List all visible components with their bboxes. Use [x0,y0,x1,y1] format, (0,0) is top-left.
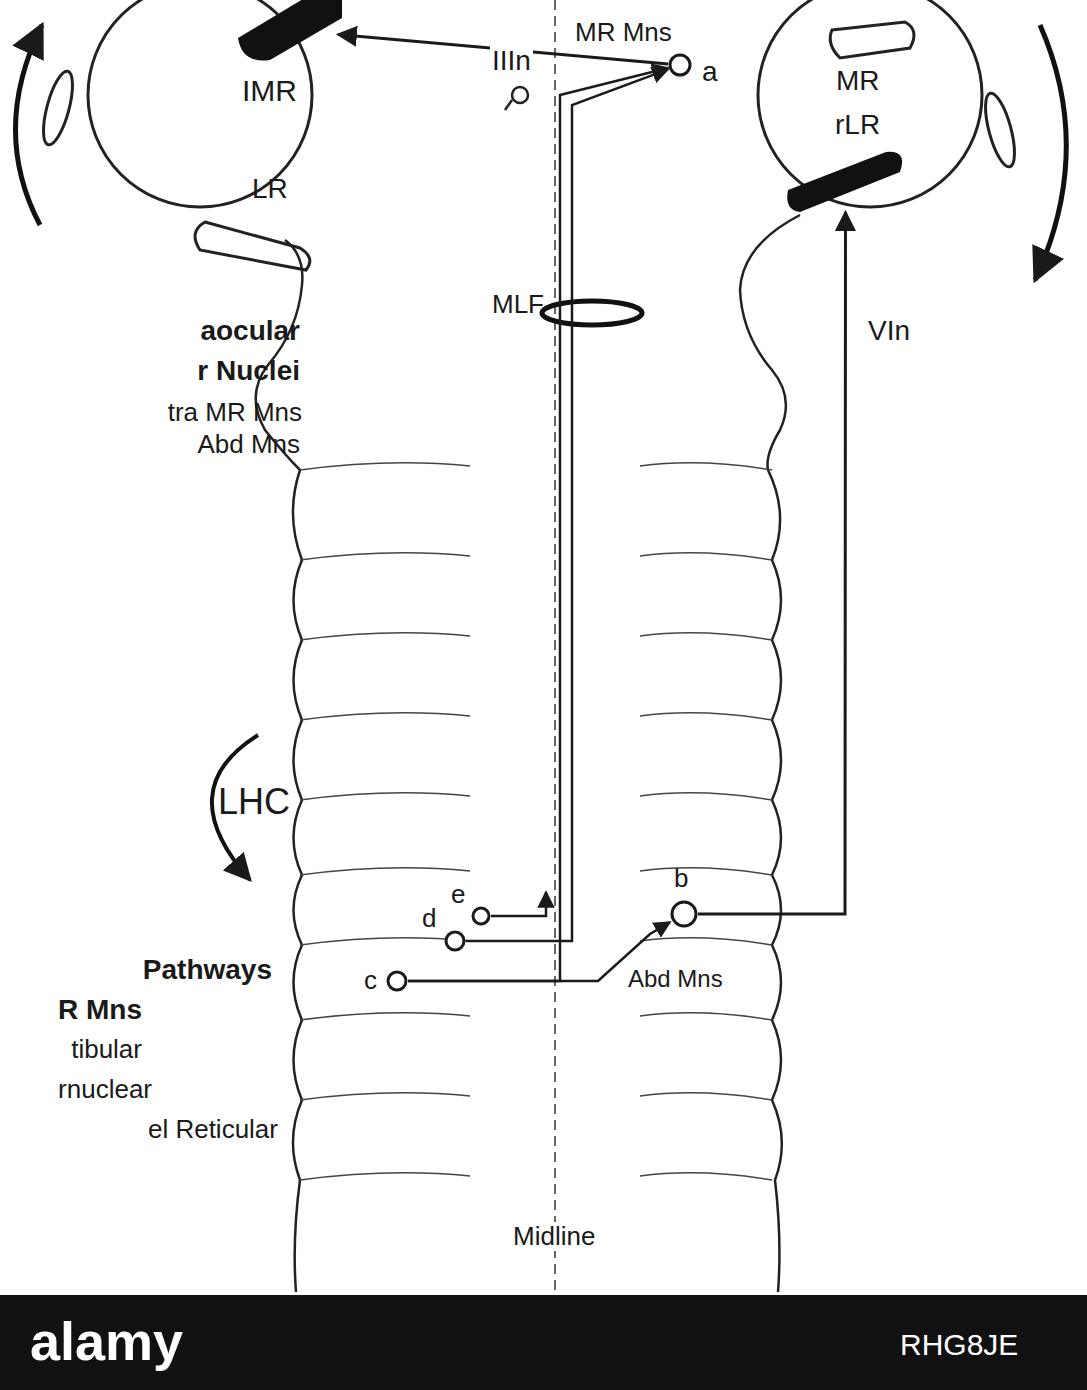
neuron-soma [471,906,491,926]
segment-line [300,868,470,875]
brainstem-outline [740,215,800,1292]
watermark-bar [0,1295,1087,1390]
segment-line [640,463,772,470]
axon [491,892,546,916]
segment-line [300,1173,470,1180]
label: tibular [71,1035,142,1064]
right-lens [980,90,1021,169]
watermark: RHG8JE [900,1328,1018,1361]
segment-line [640,938,772,945]
axon-pathway [698,212,846,914]
muscle: IMR [238,0,338,60]
neuron: b [670,900,698,928]
segment-line [300,553,470,560]
neuron: c [386,970,408,992]
segment-line [640,1013,772,1020]
segment-line [640,868,772,875]
neuron-symbol [512,87,528,103]
axon-pathway [408,68,668,981]
neuron-soma [668,53,692,77]
segment-line [300,463,470,470]
label: Abd Mns [628,966,723,992]
segment-line [300,1013,470,1020]
muscle-shape [788,150,903,212]
rotation-arrow [1035,25,1066,280]
label: Abd Mns [197,430,300,459]
axon-pathway [466,69,668,941]
label: tra MR Mns [168,398,302,427]
node-label: a [702,57,718,88]
node-label: e [451,880,465,909]
muscle: rLR [788,150,903,212]
segment-line [300,633,470,640]
segment-lines [300,463,772,1180]
label: Midline [510,1222,598,1251]
node-label: d [422,904,436,933]
neuron-symbol [505,100,512,110]
label: Pathways [143,955,272,986]
label: MLF [492,290,544,319]
mr-muscle [830,22,914,58]
label: R Mns [58,995,142,1026]
label: el Reticular [148,1115,278,1144]
neuron-soma [444,930,466,952]
segment-line [640,713,772,720]
segment-line [640,553,772,560]
mlf-loop [542,301,642,325]
label: LHC [218,782,290,822]
segment-line [640,633,772,640]
segment-line [640,1173,772,1180]
label: rnuclear [58,1075,152,1104]
neuron-soma [386,970,408,992]
neuron: a [668,53,692,77]
node-label: b [674,864,688,893]
left-lens [38,68,79,147]
label: r Nuclei [197,356,300,387]
segment-line [640,1093,772,1100]
midline [554,0,556,1292]
segment-line [300,1093,470,1100]
nerve-label: VIn [866,316,912,347]
node-label: rLR [835,110,880,141]
segment-line [300,938,470,945]
node-label: c [364,966,377,995]
neuron: d [444,930,466,952]
watermark: alamy [30,1312,183,1371]
node-label: IMR [242,74,297,107]
neuron-soma [670,900,698,928]
rotation-arrow [15,25,42,225]
segment-line [300,713,470,720]
nerve-label: IIIn [490,46,533,77]
neuron: e [471,906,491,926]
label: MR [836,66,880,97]
label: LR [252,174,288,205]
muscle-shape [238,0,338,60]
segment-line [640,793,772,800]
segment-line [300,793,470,800]
label: MR Mns [575,18,672,47]
label: aocular [200,316,300,347]
